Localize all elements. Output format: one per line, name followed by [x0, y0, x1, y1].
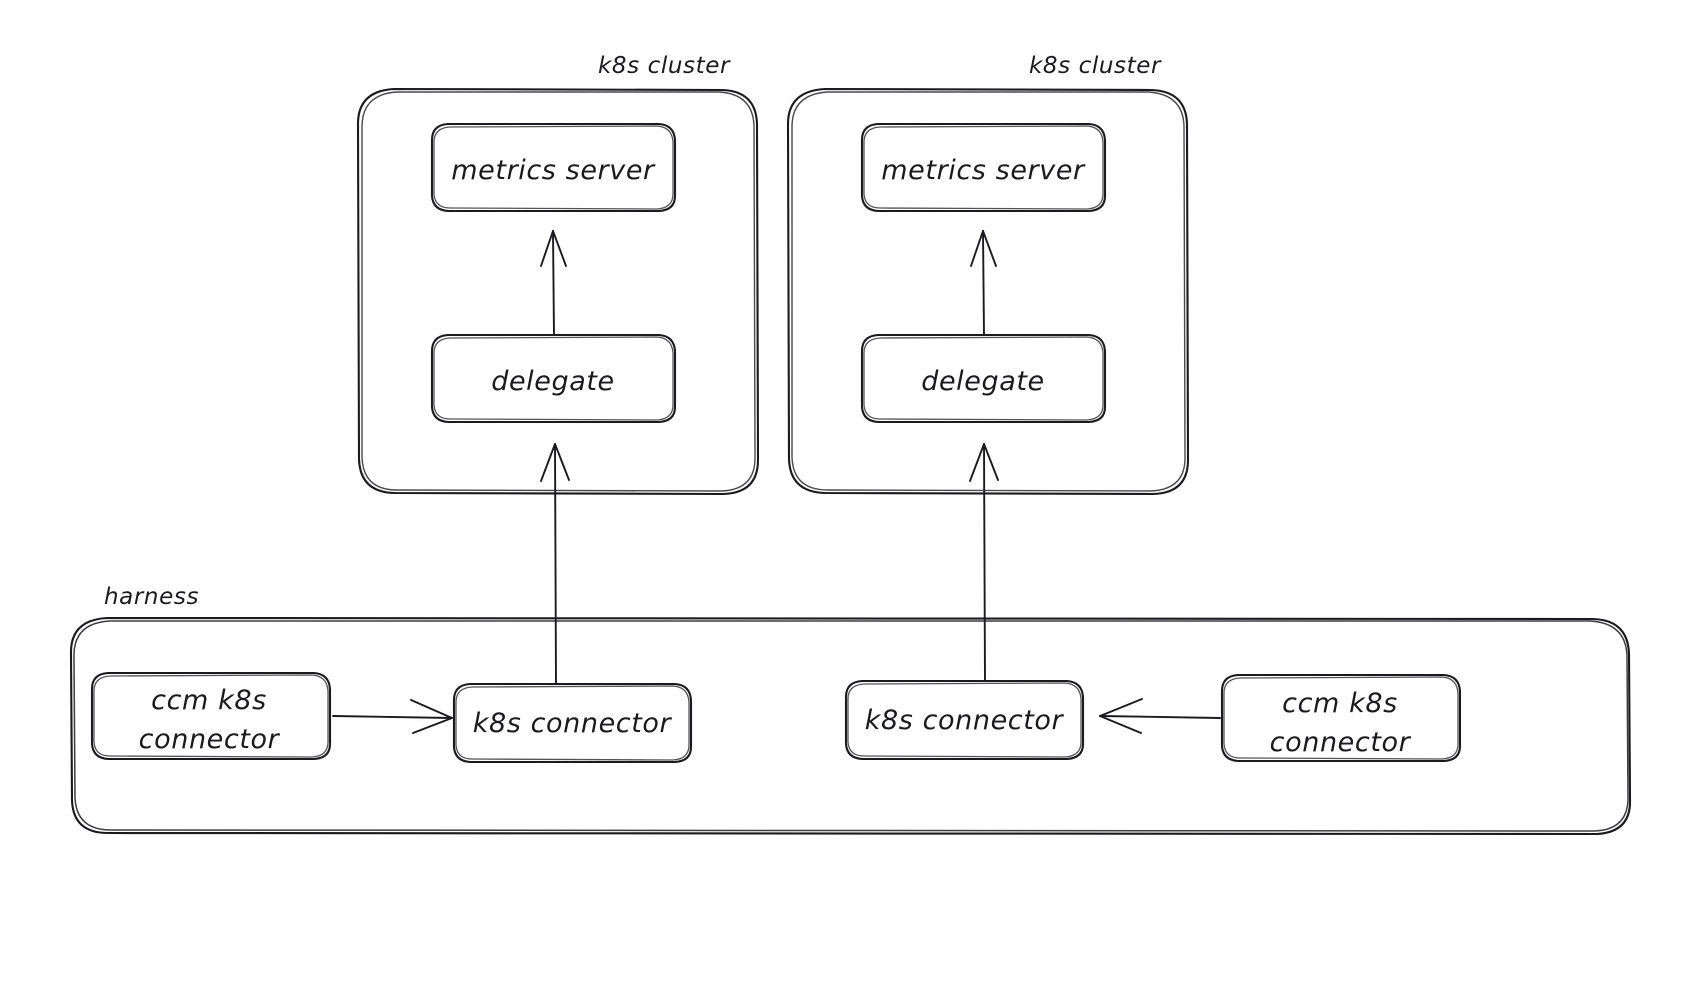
- node-ccm-k8s-connector-right[interactable]: ccm k8s connector: [1220, 673, 1462, 763]
- harness-container-outline-secondary: [73, 620, 1629, 832]
- node-k8s-connector-right[interactable]: k8s connector: [844, 679, 1085, 761]
- ccm-k8s-connector-right-outline-secondary: [1223, 676, 1459, 760]
- harness-container-outline: [69, 616, 1632, 836]
- cluster-left-label: k8s cluster: [598, 53, 731, 79]
- node-ccm-k8s-connector-left[interactable]: ccm k8s connector: [90, 671, 332, 761]
- ccm-k8s-connector-left-outline-secondary: [93, 674, 329, 758]
- ccm-k8s-connector-right-label-line2: connector: [1270, 727, 1412, 758]
- node-delegate-right[interactable]: delegate: [860, 333, 1107, 424]
- metrics-server-right-outline: [860, 122, 1107, 213]
- edge-k8s-connector-left-to-delegate-left: [540, 443, 570, 685]
- group-cluster-right[interactable]: [786, 87, 1190, 496]
- harness-label: harness: [104, 584, 199, 610]
- cluster-right-label: k8s cluster: [1029, 53, 1162, 79]
- metrics-server-left-outline: [430, 122, 677, 213]
- edge-k8s-connector-right-to-delegate-right: [969, 443, 999, 685]
- edge-delegate-right-to-metrics-server-right: [970, 230, 997, 336]
- edge-ccm-left-to-k8s-connector-left: [332, 699, 453, 734]
- delegate-left-label: delegate: [491, 366, 615, 397]
- cluster-left-outline-secondary: [361, 91, 756, 492]
- metrics-server-left-outline-secondary: [433, 125, 674, 210]
- k8s-connector-left-outline-secondary: [455, 685, 690, 761]
- node-metrics-server-right[interactable]: metrics server: [860, 122, 1107, 213]
- k8s-connector-right-outline-secondary: [847, 682, 1082, 758]
- edge-ccm-right-to-k8s-connector-right: [1099, 698, 1221, 734]
- edge-delegate-left-to-metrics-server-left: [540, 230, 567, 336]
- ccm-k8s-connector-left-label-line1: ccm k8s: [151, 685, 267, 716]
- k8s-connector-right-label: k8s connector: [865, 705, 1065, 736]
- metrics-server-right-outline-secondary: [863, 125, 1104, 210]
- delegate-right-label: delegate: [921, 366, 1045, 397]
- ccm-k8s-connector-left-outline: [90, 671, 332, 761]
- cluster-right-outline: [786, 87, 1190, 496]
- group-harness[interactable]: [69, 616, 1632, 836]
- ccm-k8s-connector-right-label-line1: ccm k8s: [1282, 688, 1398, 719]
- cluster-right-outline-secondary: [791, 91, 1186, 492]
- delegate-left-outline-secondary: [433, 336, 674, 421]
- metrics-server-right-label: metrics server: [881, 155, 1086, 186]
- node-k8s-connector-left[interactable]: k8s connector: [452, 682, 693, 764]
- k8s-connector-left-label: k8s connector: [473, 708, 673, 739]
- delegate-right-outline-secondary: [863, 336, 1104, 421]
- delegate-right-outline: [860, 333, 1107, 424]
- cluster-left-outline: [356, 87, 760, 496]
- node-delegate-left[interactable]: delegate: [430, 333, 677, 424]
- node-metrics-server-left[interactable]: metrics server: [430, 122, 677, 213]
- k8s-connector-left-outline: [452, 682, 693, 764]
- group-cluster-left[interactable]: [356, 87, 760, 496]
- ccm-k8s-connector-right-outline: [1220, 673, 1462, 763]
- ccm-k8s-connector-left-label-line2: connector: [139, 724, 281, 755]
- delegate-left-outline: [430, 333, 677, 424]
- metrics-server-left-label: metrics server: [451, 155, 656, 186]
- k8s-connector-right-outline: [844, 679, 1085, 761]
